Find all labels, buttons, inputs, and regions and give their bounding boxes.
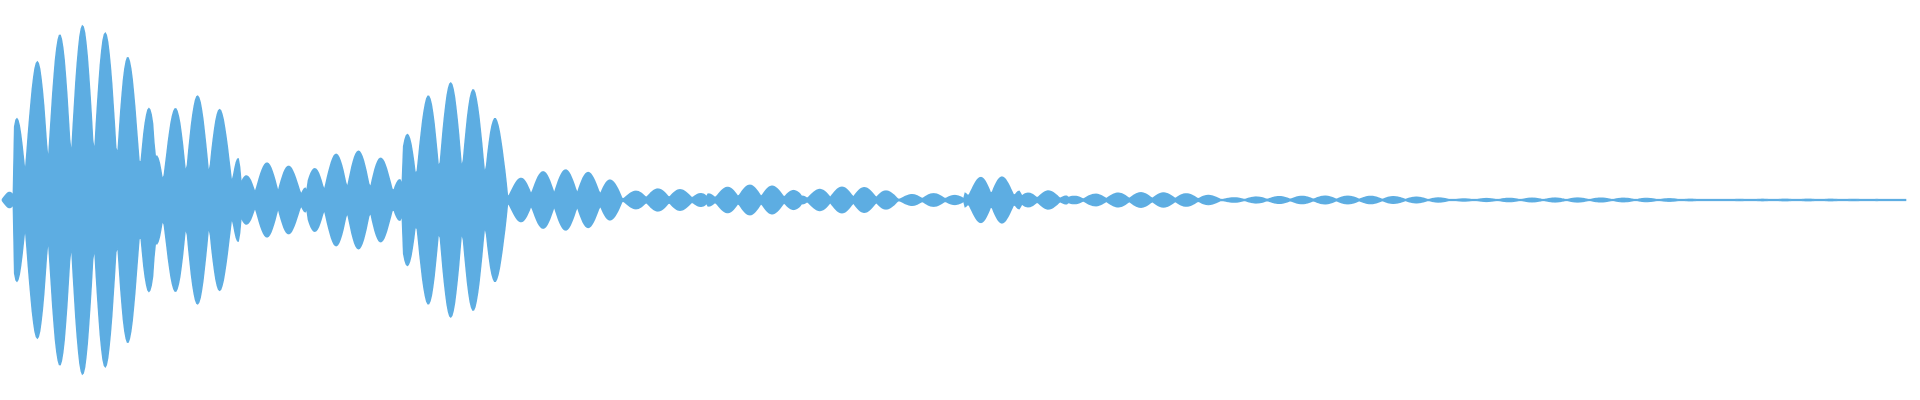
waveform	[1, 24, 1907, 376]
